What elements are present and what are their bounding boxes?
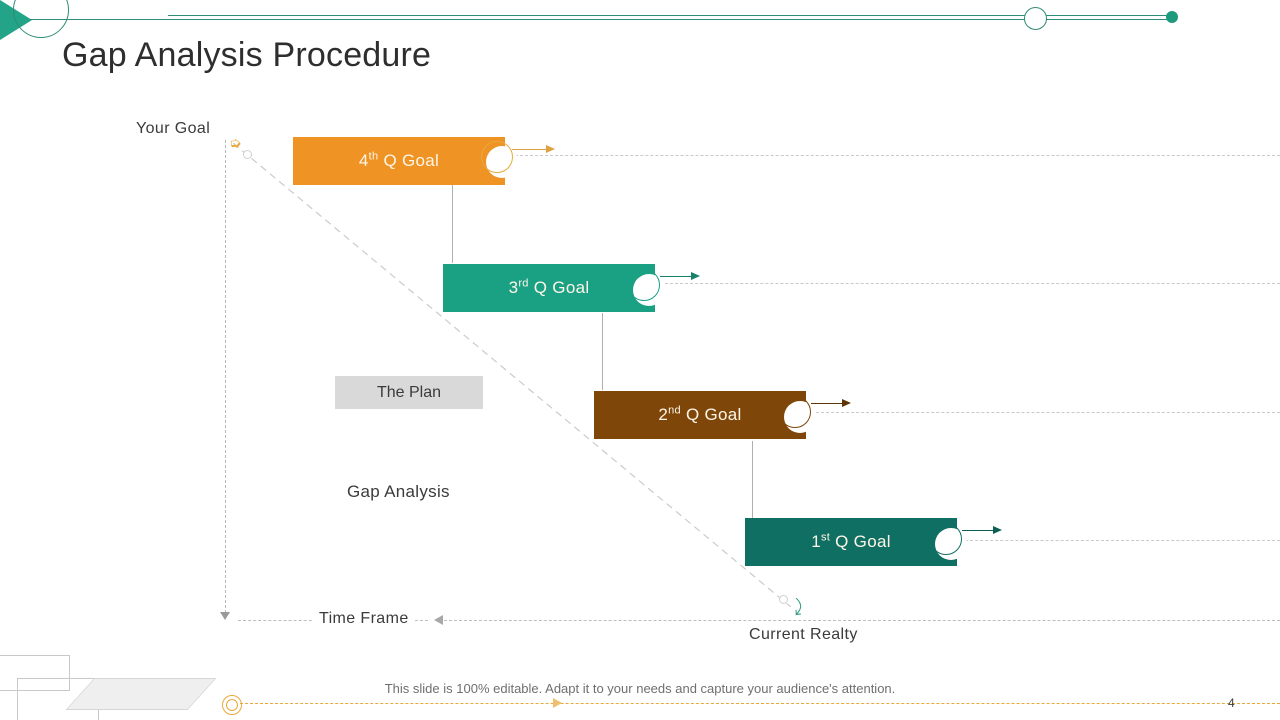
footer-dashed-line (240, 703, 1280, 704)
gap-line-start-dot-icon (243, 150, 252, 159)
goal-bar-1st-quarter[interactable]: 1st Q Goal (745, 518, 957, 566)
origin-label: Current Realty (749, 626, 858, 643)
goal-bar-3rd-label: 3rd Q Goal (508, 277, 590, 297)
y-axis-label: Your Goal (136, 120, 211, 137)
goal-arrow-head-3rd (691, 272, 700, 280)
page-number: 4 (1228, 696, 1235, 710)
goal-arrow-head-1st (993, 526, 1002, 534)
guide-line-level-3 (655, 283, 1280, 284)
header-rule-lower (30, 19, 1175, 20)
goal-bar-2nd-quarter[interactable]: 2nd Q Goal (594, 391, 806, 439)
goal-bar-1st-label: 1st Q Goal (811, 531, 891, 551)
page-title: Gap Analysis Procedure (62, 36, 432, 74)
y-axis-arrow-icon (220, 612, 230, 620)
connector-3-to-2 (602, 313, 603, 390)
goal-bar-4th-label: 4th Q Goal (358, 150, 440, 170)
goal-bar-4th-quarter[interactable]: 4th Q Goal (293, 137, 505, 185)
footer-ring-inner-icon (226, 699, 238, 711)
guide-line-level-2 (806, 412, 1280, 413)
goal-arrow-line-4th (512, 149, 548, 151)
connector-2-to-1 (752, 441, 753, 518)
connector-4-to-3 (452, 185, 453, 263)
goal-knob-ring-1st (930, 523, 962, 555)
goal-knob-ring-4th (481, 141, 513, 173)
x-axis-label: Time Frame (313, 610, 415, 628)
y-axis-line (225, 140, 226, 618)
header-node-circle-icon (1024, 7, 1047, 30)
the-plan-label: The Plan (335, 376, 483, 409)
gap-line-end-arrow-icon: ⤵ (785, 597, 808, 620)
header-rule-upper (168, 15, 1175, 16)
guide-line-level-1 (955, 540, 1280, 541)
goal-arrow-line-1st (962, 530, 995, 532)
x-axis-line-right (444, 620, 1280, 621)
gap-diagonal-line (233, 143, 791, 607)
gap-line-end-dot-icon (779, 595, 788, 604)
goal-arrow-head-2nd (842, 399, 851, 407)
gap-analysis-label: Gap Analysis (347, 482, 450, 501)
goal-arrow-line-2nd (811, 403, 844, 405)
goal-bar-2nd-label: 2nd Q Goal (658, 404, 742, 424)
footer-note: This slide is 100% editable. Adapt it to… (384, 681, 896, 696)
goal-knob-ring-2nd (779, 396, 811, 428)
goal-arrow-line-3rd (660, 276, 693, 278)
gap-line-start-arrow-icon: ➭ (228, 134, 243, 153)
decorative-rect-upper (0, 655, 70, 691)
guide-line-level-4 (505, 155, 1280, 156)
header-node-dot-icon (1166, 11, 1178, 23)
x-axis-arrow-icon (434, 615, 443, 625)
goal-knob-ring-3rd (628, 269, 660, 301)
goal-arrow-head-4th (546, 145, 555, 153)
footer-triangle-icon (553, 698, 562, 708)
goal-bar-3rd-quarter[interactable]: 3rd Q Goal (443, 264, 655, 312)
